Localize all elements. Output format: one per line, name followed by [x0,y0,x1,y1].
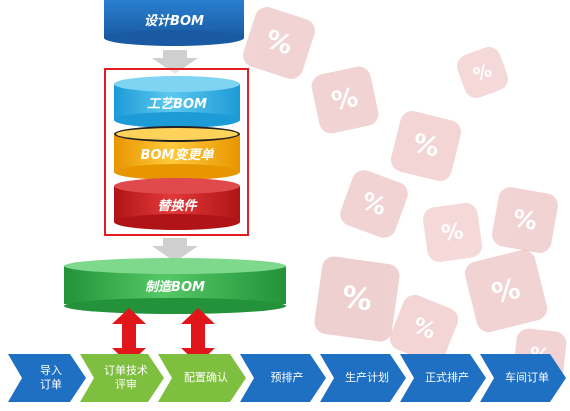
flow-step-order-tech-review[interactable]: 订单技术 评审 [80,354,164,402]
flow-step-production-plan[interactable]: 生产计划 [320,354,406,402]
design-bom-cylinder: 设计BOM [104,0,244,46]
flow-step-label: 配置确认 [184,372,228,384]
dice-decoration: % [388,108,464,184]
flow-step-workshop-order[interactable]: 车间订单 [480,354,566,402]
flow-step-label: 导入 订单 [40,365,62,391]
dice-decoration: % [453,43,512,102]
dice-decoration: % [239,3,319,83]
flow-step-label: 正式排产 [425,372,469,384]
flow-step-import-order[interactable]: 导入 订单 [8,354,86,402]
dice-decoration: % [421,201,484,264]
double-arrow-icon [181,308,215,364]
arrow-down-icon [152,50,198,74]
bom-change-cylinder: BOM变更单 [114,126,240,180]
flow-step-label: 车间订单 [505,372,549,384]
flow-step-label: 生产计划 [345,372,389,384]
substitute-cylinder: 替换件 [114,178,240,230]
dice-decoration: % [490,185,560,255]
flow-step-label: 预排产 [270,372,304,384]
flow-step-pre-scheduling[interactable]: 预排产 [240,354,326,402]
dice-decoration: % [462,247,550,335]
flow-step-formal-scheduling[interactable]: 正式排产 [400,354,486,402]
arrow-down-icon [152,238,198,262]
dice-decoration: % [336,166,412,242]
flow-step-config-confirm[interactable]: 配置确认 [158,354,246,402]
dice-decoration: % [312,254,402,344]
manufacturing-bom-cylinder: 制造BOM [64,258,286,314]
dice-decoration: % [309,64,381,136]
double-arrow-icon [112,308,146,364]
flow-step-label: 订单技术 评审 [104,365,148,391]
process-bom-cylinder: 工艺BOM [114,76,240,128]
